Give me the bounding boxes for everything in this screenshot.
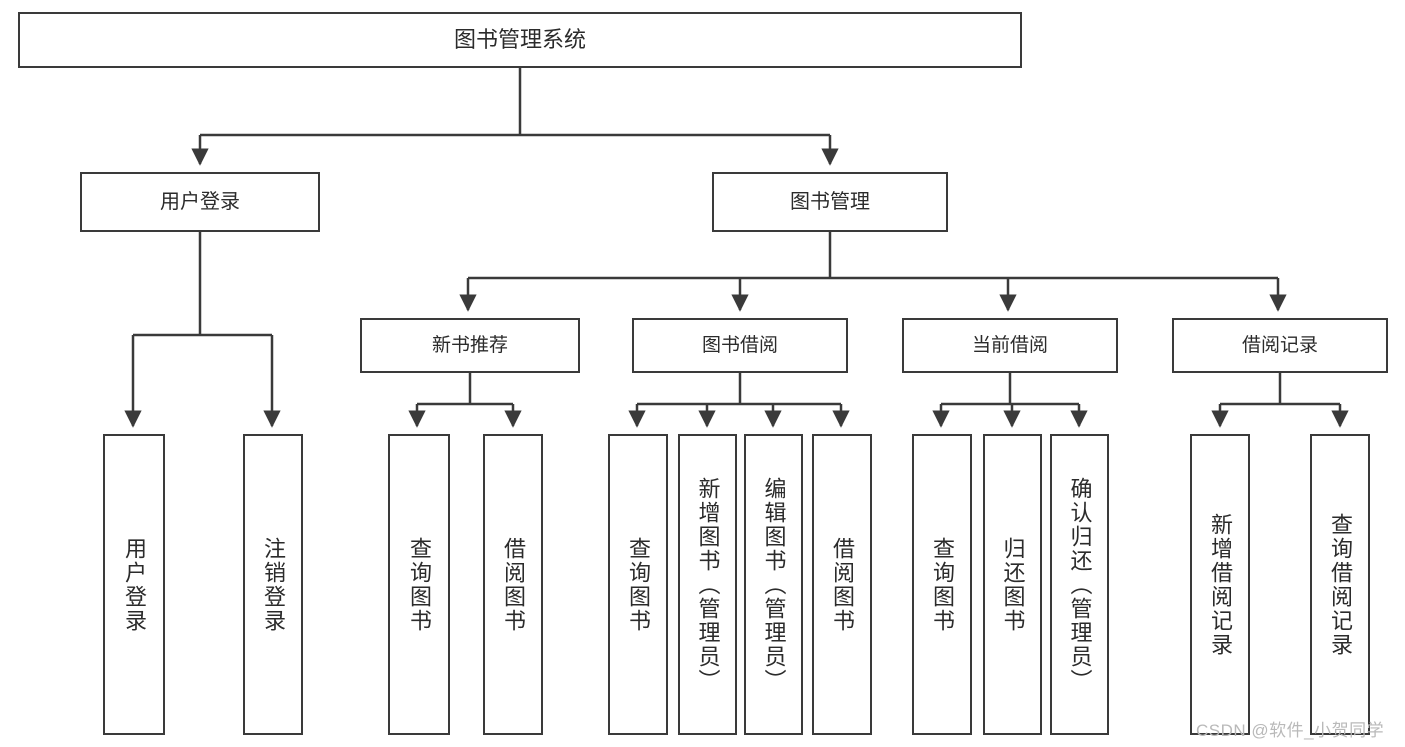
node-current-borrow[interactable]: 当前借阅: [902, 318, 1118, 373]
node-leaf-user-login-label: 用户登录: [122, 536, 147, 633]
node-leaf-borrow-books-borrow-label: 借阅图书: [830, 536, 855, 633]
node-leaf-logout-login-label: 注销登录: [261, 536, 286, 633]
node-book-management[interactable]: 图书管理: [712, 172, 948, 232]
node-leaf-return-books-label: 归还图书: [1000, 536, 1026, 633]
node-new-book-recommend[interactable]: 新书推荐: [360, 318, 580, 373]
node-leaf-add-book-admin-label: 新增图书（管理员）: [695, 476, 721, 693]
node-user-login[interactable]: 用户登录: [80, 172, 320, 232]
node-borrow-record-label: 借阅记录: [1241, 334, 1318, 356]
node-current-borrow-label: 当前借阅: [971, 334, 1048, 356]
node-new-book-recommend-label: 新书推荐: [431, 334, 508, 356]
node-leaf-query-borrow-record-label: 查询借阅记录: [1328, 512, 1353, 657]
node-leaf-query-books-recommend-label: 查询图书: [407, 536, 432, 633]
csdn-watermark: CSDN @软件_小贺同学: [1196, 721, 1385, 740]
node-leaf-logout-login[interactable]: 注销登录: [243, 434, 303, 735]
node-leaf-query-books-borrow-label: 查询图书: [626, 536, 651, 633]
node-leaf-edit-book-admin[interactable]: 编辑图书（管理员）: [744, 434, 803, 735]
node-root-label: 图书管理系统: [453, 26, 586, 52]
node-book-borrow[interactable]: 图书借阅: [632, 318, 848, 373]
node-leaf-confirm-return-admin[interactable]: 确认归还（管理员）: [1050, 434, 1109, 735]
node-leaf-borrow-books-recommend[interactable]: 借阅图书: [483, 434, 543, 735]
node-borrow-record[interactable]: 借阅记录: [1172, 318, 1388, 373]
node-leaf-add-book-admin[interactable]: 新增图书（管理员）: [678, 434, 737, 735]
node-leaf-edit-book-admin-label: 编辑图书（管理员）: [761, 476, 787, 693]
node-leaf-add-borrow-record[interactable]: 新增借阅记录: [1190, 434, 1250, 735]
node-leaf-add-borrow-record-label: 新增借阅记录: [1208, 512, 1233, 657]
node-leaf-query-books-current[interactable]: 查询图书: [912, 434, 972, 735]
node-book-management-label: 图书管理: [790, 190, 870, 213]
node-leaf-confirm-return-admin-label: 确认归还（管理员）: [1067, 476, 1093, 693]
node-leaf-user-login[interactable]: 用户登录: [103, 434, 165, 735]
node-leaf-query-borrow-record[interactable]: 查询借阅记录: [1310, 434, 1370, 735]
node-leaf-borrow-books-recommend-label: 借阅图书: [501, 536, 526, 633]
node-root[interactable]: 图书管理系统: [18, 12, 1022, 68]
node-book-borrow-label: 图书借阅: [701, 334, 778, 356]
node-leaf-borrow-books-borrow[interactable]: 借阅图书: [812, 434, 872, 735]
node-leaf-query-books-borrow[interactable]: 查询图书: [608, 434, 668, 735]
node-leaf-return-books[interactable]: 归还图书: [983, 434, 1042, 735]
node-leaf-query-books-current-label: 查询图书: [930, 536, 955, 633]
node-user-login-label: 用户登录: [160, 190, 240, 213]
node-leaf-query-books-recommend[interactable]: 查询图书: [388, 434, 450, 735]
